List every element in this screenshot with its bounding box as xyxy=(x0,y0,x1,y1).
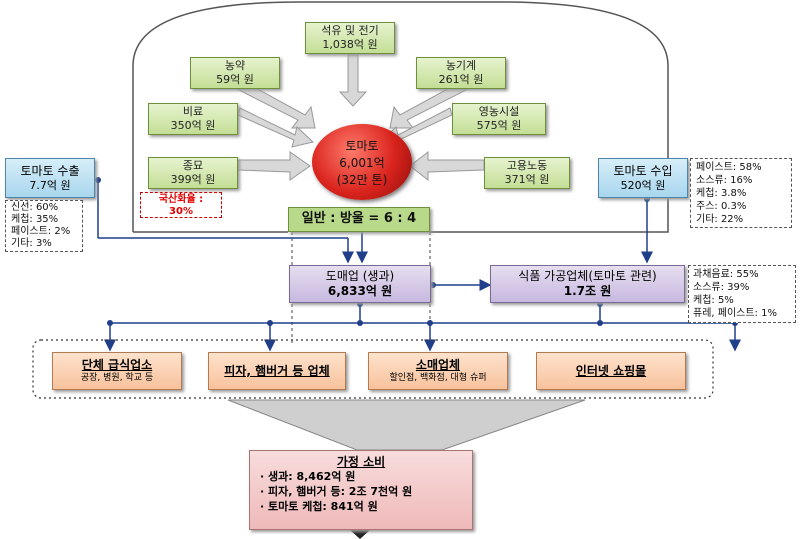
input-pesticide-name: 농약 xyxy=(224,59,246,73)
input-facility-name: 영농시설 xyxy=(478,105,520,119)
seed-note-line2: 30% xyxy=(169,206,193,217)
household-item: · 생과: 8,462억 원 xyxy=(260,470,356,484)
ratio-bar: 일반 : 방울 = 6 : 4 xyxy=(288,207,430,232)
input-machinery-name: 농기계 xyxy=(445,59,477,73)
channel-retail-box: 소매업체 할인점, 백화점, 대형 슈퍼 xyxy=(368,352,508,390)
tomato-center: 토마토 6,001억 (32만 톤) xyxy=(312,124,412,200)
processor-name: 식품 가공업체(토마토 관련) xyxy=(518,269,657,283)
channel-catering-name: 단체 급식업소 xyxy=(81,357,153,372)
channel-online-box: 인터넷 쇼핑몰 xyxy=(536,352,686,390)
import-name: 토마토 수입 xyxy=(613,163,673,178)
input-oil-box: 석유 및 전기 1,038억 원 xyxy=(305,22,395,54)
export-breakdown-row: 페이스트: 2% xyxy=(11,226,71,237)
import-value: 520억 원 xyxy=(620,178,666,192)
input-pesticide-value: 59억 원 xyxy=(216,73,254,86)
tomato-name: 토마토 xyxy=(345,138,379,153)
wholesale-box: 도매업 (생과) 6,833억 원 xyxy=(289,265,431,303)
input-labor-box: 고용노동 371억 원 xyxy=(484,157,570,189)
export-breakdown-row: 기타: 3% xyxy=(11,238,52,249)
input-seed-value: 399억 원 xyxy=(170,173,216,186)
input-oil-name: 석유 및 전기 xyxy=(321,24,379,38)
processor-box: 식품 가공업체(토마토 관련) 1.7조 원 xyxy=(490,265,685,303)
wholesale-name: 도매업 (생과) xyxy=(325,269,395,283)
channel-retail-name: 소매업체 xyxy=(415,357,461,372)
export-breakdown: 신선: 60% 케첩: 35% 페이스트: 2% 기타: 3% xyxy=(5,200,83,252)
input-labor-name: 고용노동 xyxy=(506,159,548,173)
channel-container xyxy=(32,339,714,399)
import-breakdown-row: 기타: 22% xyxy=(696,214,744,225)
import-breakdown-row: 주스: 0.3% xyxy=(696,201,747,212)
channel-retail-sub: 할인점, 백화점, 대형 슈퍼 xyxy=(389,372,487,383)
channel-pizza-name: 피자, 햄버거 등 업체 xyxy=(224,363,330,378)
seed-localization-note: 국산화율 : 30% xyxy=(140,192,222,218)
export-value: 7.7억 원 xyxy=(29,178,71,192)
input-oil-value: 1,038억 원 xyxy=(322,38,378,51)
input-machinery-value: 261억 원 xyxy=(438,73,484,86)
seed-note-line1: 국산화율 : xyxy=(158,194,204,205)
export-breakdown-row: 신선: 60% xyxy=(11,202,59,213)
channel-pizza-box: 피자, 햄버거 등 업체 xyxy=(208,352,346,390)
input-fertilizer-box: 비료 350억 원 xyxy=(148,103,238,135)
funnel xyxy=(227,399,586,451)
farm-dome-outline xyxy=(132,1,669,233)
tomato-value: 6,001억 xyxy=(339,155,385,170)
processor-breakdown: 과채음료: 55% 소스류: 39% 케첩: 5% 퓨레, 페이스트: 1% xyxy=(688,265,796,323)
import-breakdown-row: 페이스트: 58% xyxy=(696,162,762,173)
import-breakdown: 페이스트: 58% 소스류: 16% 케첩: 3.8% 주스: 0.3% 기타:… xyxy=(690,158,792,228)
input-facility-value: 575억 원 xyxy=(476,119,522,132)
tomato-sub: (32만 톤) xyxy=(336,172,388,187)
input-pesticide-box: 농약 59억 원 xyxy=(190,57,280,89)
input-facility-box: 영농시설 575억 원 xyxy=(452,103,546,135)
household-item: · 피자, 햄버거 등: 2조 7천억 원 xyxy=(260,485,413,499)
import-breakdown-row: 케첩: 3.8% xyxy=(696,188,747,199)
export-breakdown-row: 케첩: 35% xyxy=(11,214,59,225)
bottom-arrow-tip xyxy=(350,530,370,539)
input-fertilizer-name: 비료 xyxy=(182,105,204,119)
household-title: 가정 소비 xyxy=(336,455,386,469)
processor-breakdown-row: 소스류: 39% xyxy=(693,282,750,293)
processor-value: 1.7조 원 xyxy=(563,284,612,298)
channel-catering-sub: 공장, 병원, 학교 등 xyxy=(80,372,154,383)
import-breakdown-row: 소스류: 16% xyxy=(696,175,753,186)
input-labor-value: 371억 원 xyxy=(504,173,550,186)
processor-breakdown-row: 과채음료: 55% xyxy=(693,269,759,280)
input-seed-name: 종묘 xyxy=(182,159,204,173)
export-name: 토마토 수출 xyxy=(20,163,80,178)
processor-breakdown-row: 케첩: 5% xyxy=(693,295,734,306)
input-machinery-box: 농기계 261억 원 xyxy=(416,57,506,89)
input-fertilizer-value: 350억 원 xyxy=(170,119,216,132)
input-seed-box: 종묘 399억 원 xyxy=(148,157,238,189)
channel-catering-box: 단체 급식업소 공장, 병원, 학교 등 xyxy=(52,352,182,390)
channel-online-name: 인터넷 쇼핑몰 xyxy=(575,363,647,378)
import-box: 토마토 수입 520억 원 xyxy=(598,158,688,198)
ratio-text: 일반 : 방울 = 6 : 4 xyxy=(301,211,417,227)
household-box: 가정 소비 · 생과: 8,462억 원 · 피자, 햄버거 등: 2조 7천억… xyxy=(249,450,473,530)
processor-breakdown-row: 퓨레, 페이스트: 1% xyxy=(693,308,777,319)
wholesale-value: 6,833억 원 xyxy=(327,284,393,298)
household-item: · 토마토 케첩: 841억 원 xyxy=(260,499,378,513)
export-box: 토마토 수출 7.7억 원 xyxy=(5,158,95,198)
